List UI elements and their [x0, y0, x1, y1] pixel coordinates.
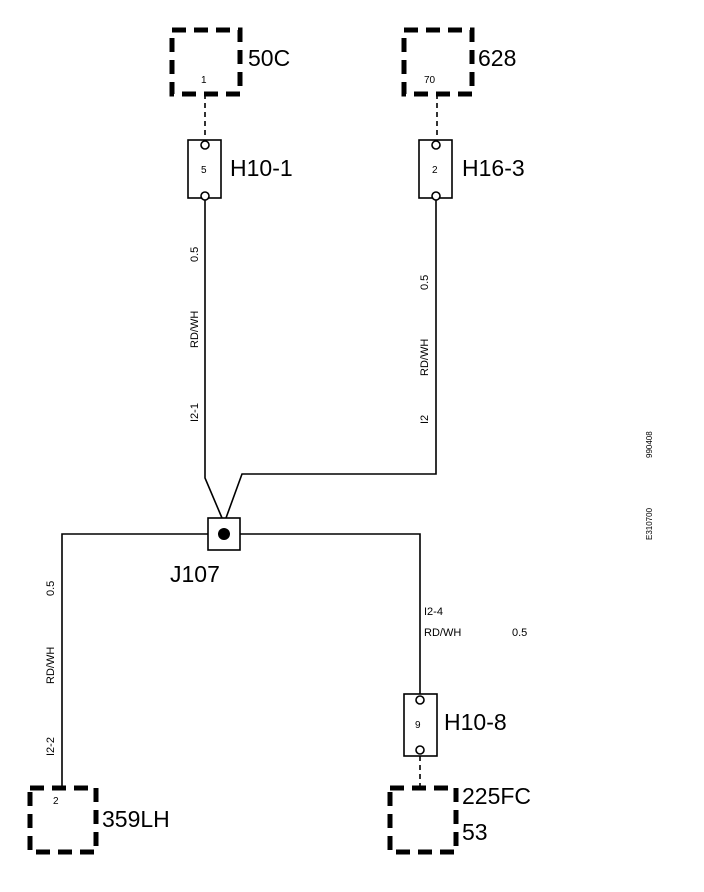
- wire-i2-4: [240, 533, 421, 694]
- wire-i2-circuit: I2: [419, 415, 431, 424]
- wire-i2-1-circuit: I2-1: [189, 403, 201, 422]
- wire-i2-4-circuit: I2-4: [424, 606, 443, 618]
- wire-i2-1-color: RD/WH: [189, 311, 201, 348]
- connector-h16-3-pin: 2: [432, 165, 438, 176]
- wire-i2-1-gauge: 0.5: [189, 247, 201, 262]
- side-code-1: 990408: [645, 431, 654, 458]
- connector-h10-8-bottom-pin: [415, 745, 425, 755]
- wire-i2-4-color: RD/WH: [424, 627, 461, 639]
- wire-i2-gauge: 0.5: [419, 275, 431, 290]
- connector-h10-1-top-pin: [200, 140, 210, 150]
- wire-i2-4-gauge: 0.5: [512, 627, 527, 639]
- component-50c-label: 50C: [248, 45, 290, 71]
- component-359lh-pin: 2: [53, 796, 59, 807]
- component-50c-pin: 1: [201, 75, 207, 86]
- splice-j107-label: J107: [170, 561, 220, 587]
- connector-h10-1-bottom-pin: [200, 191, 210, 201]
- wire-i2-2-gauge: 0.5: [45, 581, 57, 596]
- wire-i2-1: [204, 200, 223, 519]
- connector-h10-8-pin: 9: [415, 720, 421, 731]
- wire-i2-2-circuit: I2-2: [45, 737, 57, 756]
- connector-h16-3-top-pin: [431, 140, 441, 150]
- connector-h10-1-pin: 5: [201, 165, 207, 176]
- component-225fc-label: 225FC: [462, 783, 531, 809]
- component-628-box: [401, 27, 475, 97]
- wire-i2-color: RD/WH: [419, 339, 431, 376]
- component-225fc-box: [387, 785, 459, 855]
- wire-i2-2: [61, 533, 208, 790]
- wire-i2-2-color: RD/WH: [45, 647, 57, 684]
- component-628-label: 628: [478, 45, 516, 71]
- component-359lh-box: [27, 785, 99, 855]
- connector-h10-8-top-pin: [415, 695, 425, 705]
- connector-h16-3-label: H16-3: [462, 155, 525, 181]
- wire-i2: [225, 200, 437, 519]
- component-50c-box: [169, 27, 243, 97]
- splice-j107-dot: [218, 528, 230, 540]
- side-code-2: E310700: [645, 507, 654, 540]
- component-225fc-sublabel: 53: [462, 819, 488, 845]
- connector-h10-8-label: H10-8: [444, 709, 507, 735]
- component-359lh-label: 359LH: [102, 806, 170, 832]
- connector-h16-3-bottom-pin: [431, 191, 441, 201]
- component-628-pin: 70: [424, 75, 436, 86]
- connector-h10-1-label: H10-1: [230, 155, 293, 181]
